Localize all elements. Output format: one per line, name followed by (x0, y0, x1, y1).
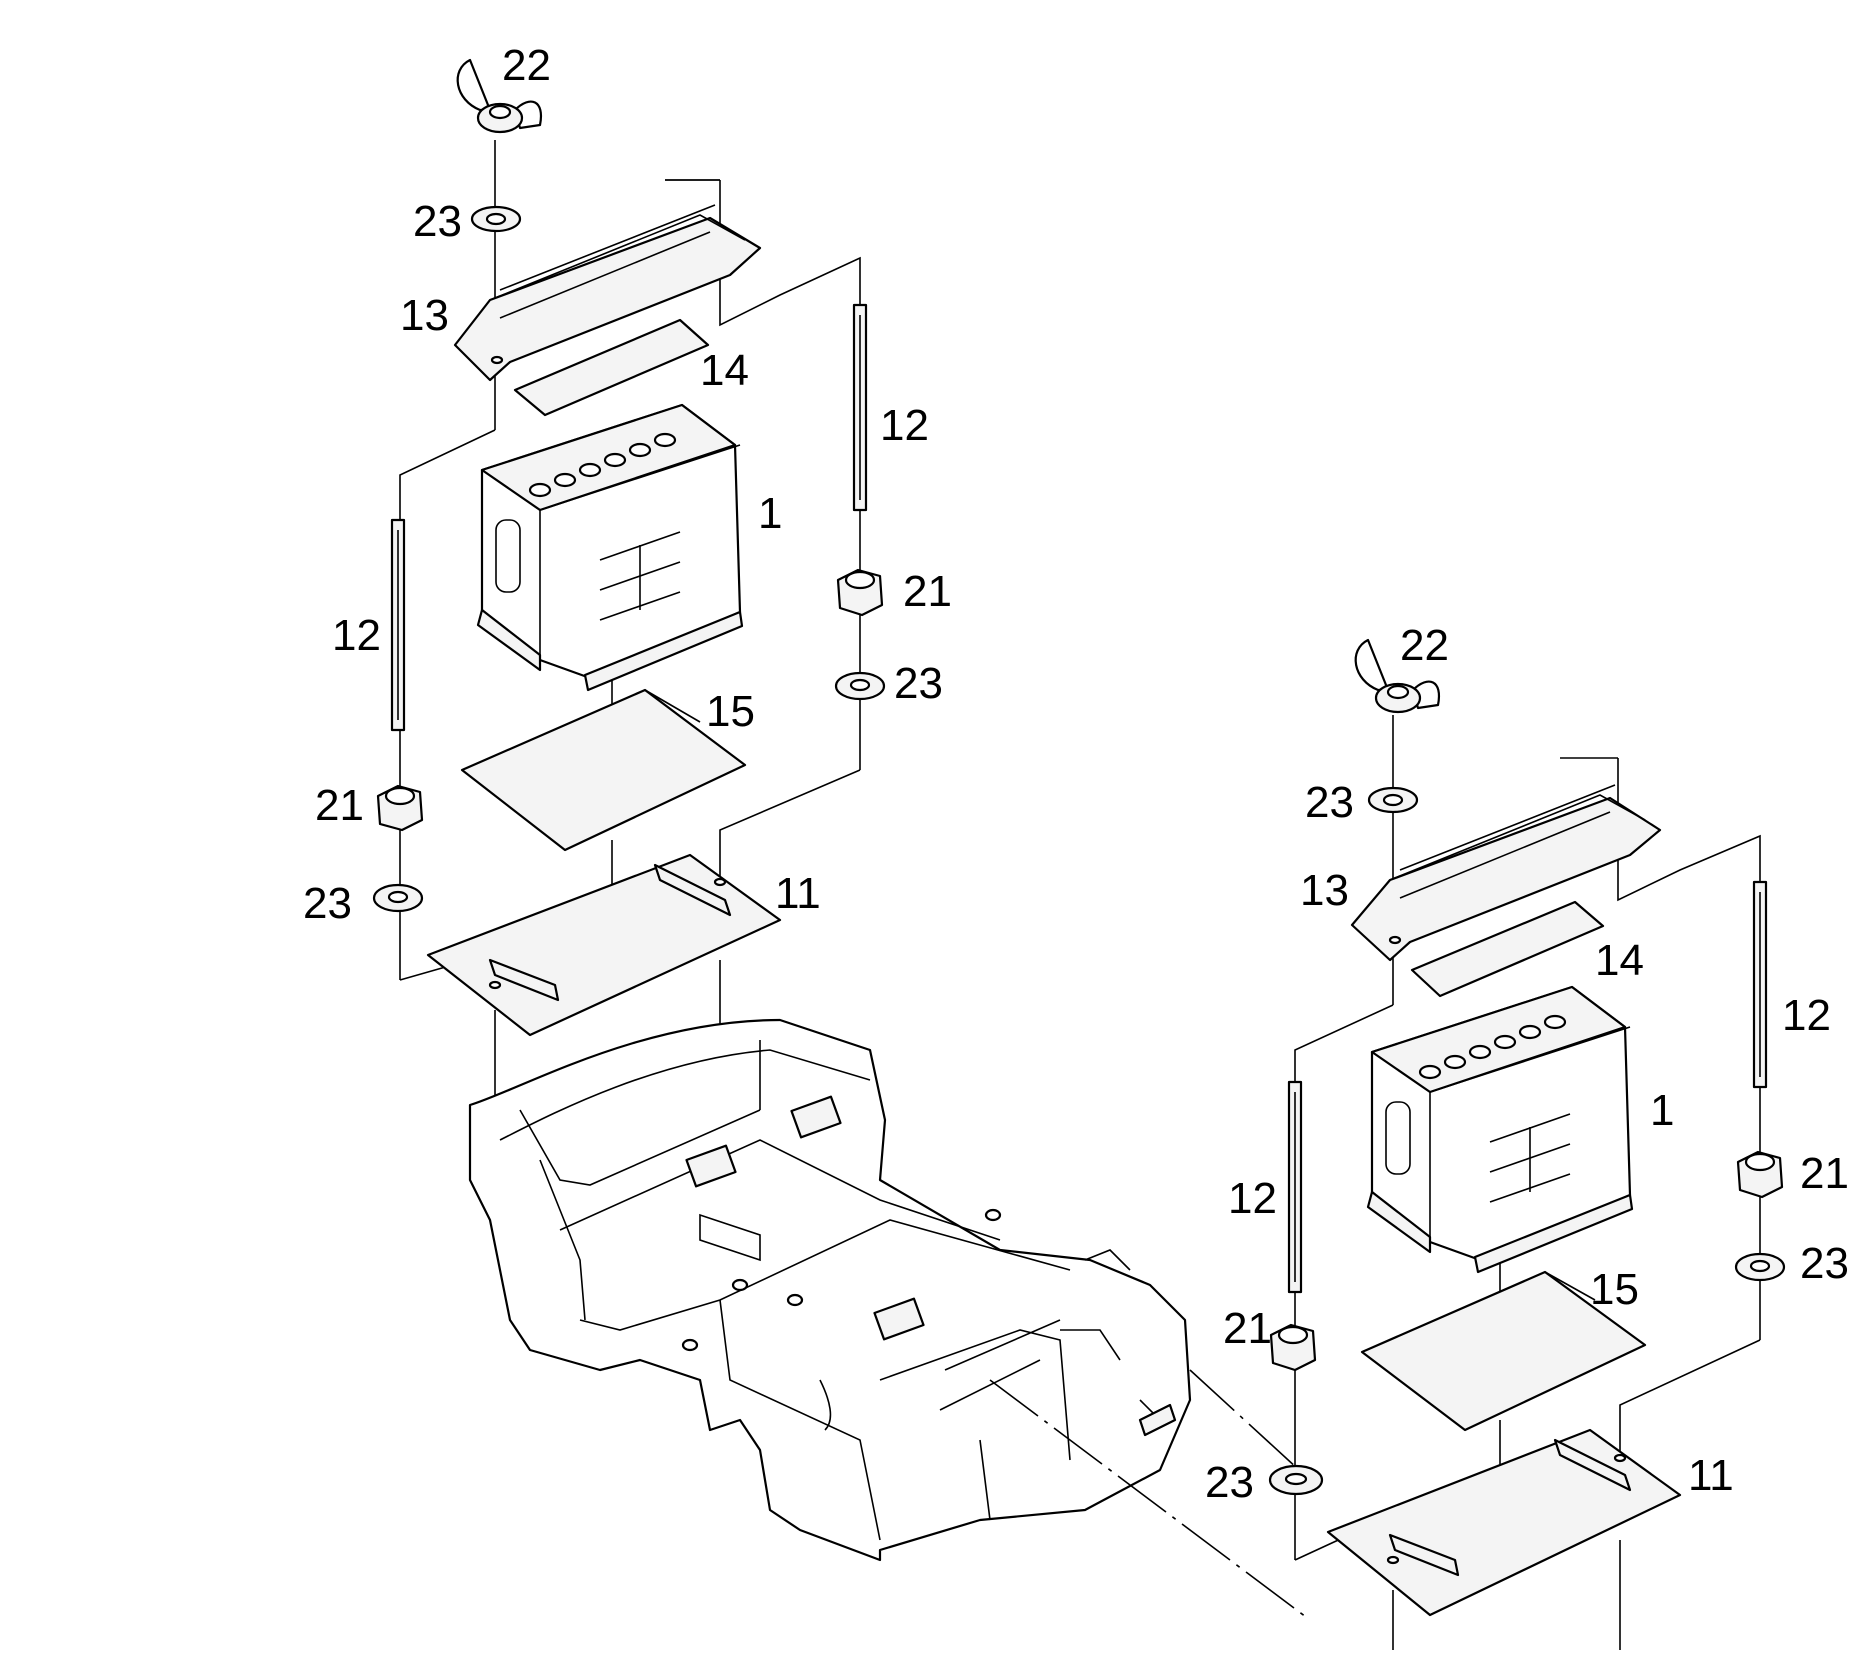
wing-nut-right (1354, 638, 1441, 714)
callout-22-right: 22 (1400, 621, 1449, 670)
rod-right-1 (1287, 1080, 1303, 1294)
washer-top-left (470, 205, 522, 233)
leader-lines-right (1294, 715, 1761, 1650)
callout-23-right-a: 23 (1205, 1458, 1254, 1507)
battery-caps-right (1418, 1014, 1567, 1080)
bottom-pad-right (1360, 1270, 1647, 1432)
chain-line-2 (1189, 1369, 1311, 1481)
callout-23-left-a: 23 (303, 879, 352, 928)
chassis-frame (468, 1018, 1192, 1562)
battery-left (476, 403, 744, 692)
assembly-left: 22 23 13 14 (303, 41, 952, 1130)
washer-top-right (1367, 786, 1419, 814)
callout-11-left: 11 (775, 869, 821, 918)
callout-1-left: 1 (758, 489, 782, 538)
tray-left (426, 853, 782, 1037)
rod-left-1 (390, 518, 406, 732)
callout-13-right: 13 (1300, 866, 1349, 915)
hex-nut-left-1 (376, 784, 424, 832)
callout-23-left-top: 23 (413, 197, 462, 246)
callout-14-right: 14 (1595, 936, 1644, 985)
washer-right-lower-b (1734, 1252, 1786, 1282)
callout-12-right-a: 12 (1228, 1174, 1277, 1223)
callout-12-right-b: 12 (1782, 991, 1831, 1040)
hex-nut-left-2 (836, 568, 884, 617)
callout-23-right-top: 23 (1305, 778, 1354, 827)
assembly-right: 22 23 13 14 (1205, 621, 1849, 1650)
callout-11-right: 11 (1688, 1451, 1734, 1500)
clamp-bar-right (1350, 784, 1662, 962)
tray-right (1326, 1428, 1682, 1617)
callout-1-right: 1 (1650, 1086, 1674, 1135)
callout-23-right-b: 23 (1800, 1239, 1849, 1288)
battery-right (1366, 985, 1634, 1274)
callout-22-left: 22 (502, 41, 551, 90)
callout-21-left-b: 21 (903, 567, 952, 616)
callout-21-left-a: 21 (315, 781, 364, 830)
top-pad-left (513, 318, 710, 417)
washer-left-lower-a (372, 883, 424, 913)
rod-left-2 (852, 303, 868, 512)
callout-14-left: 14 (700, 346, 749, 395)
callout-12-left-b: 12 (880, 401, 929, 450)
callout-15-left: 15 (706, 687, 755, 736)
callout-21-right-a: 21 (1223, 1304, 1272, 1353)
hex-nut-right-1 (1269, 1323, 1317, 1372)
clamp-bar-left (453, 204, 762, 382)
rod-right-2 (1752, 880, 1768, 1089)
callout-23-left-b: 23 (894, 659, 943, 708)
washer-right-lower-a (1268, 1464, 1324, 1496)
bottom-pad-left (460, 688, 747, 852)
battery-caps-left (528, 432, 677, 498)
callout-15-right: 15 (1590, 1265, 1639, 1314)
hex-nut-right-2 (1736, 1150, 1784, 1199)
wing-nut-left (456, 58, 543, 134)
callout-13-left: 13 (400, 291, 449, 340)
callout-21-right-b: 21 (1800, 1149, 1849, 1198)
top-pad-right (1410, 900, 1605, 998)
callout-12-left-a: 12 (332, 611, 381, 660)
washer-left-lower-b (834, 671, 886, 701)
chain-line-1 (989, 1379, 1311, 1621)
